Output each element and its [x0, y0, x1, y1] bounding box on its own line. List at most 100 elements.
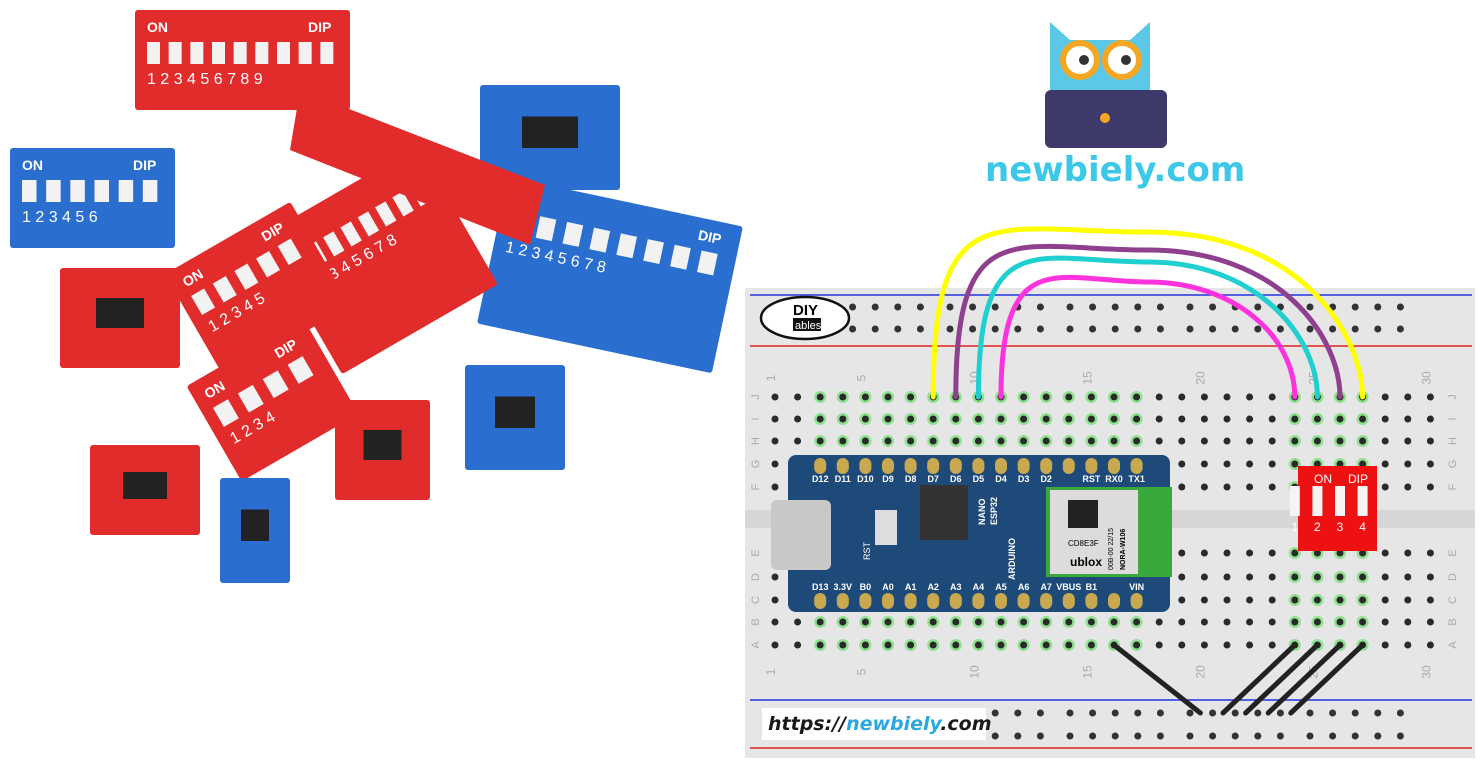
- pin-pad: [1062, 593, 1075, 609]
- breadboard-hole: [861, 415, 869, 423]
- switch-lever: [277, 238, 302, 266]
- switch-lever: [22, 180, 37, 202]
- pin-pad: [1108, 458, 1120, 474]
- rail-hole: [1209, 709, 1217, 717]
- switch-lever: [262, 370, 289, 399]
- rail-hole: [1209, 303, 1217, 311]
- breadboard-hole: [1313, 415, 1321, 423]
- breadboard-hole: [1313, 460, 1321, 468]
- breadboard-hole: [1178, 573, 1186, 581]
- breadboard-hole: [952, 437, 960, 445]
- breadboard-hole: [1246, 393, 1254, 401]
- row-letter: H: [750, 437, 762, 445]
- owl-pupil: [1079, 55, 1089, 65]
- rail-hole: [1066, 709, 1074, 717]
- rail-hole: [1329, 709, 1337, 717]
- pin-pad: [995, 593, 1007, 609]
- breadboard-hole: [1291, 596, 1299, 604]
- breadboard-hole: [1065, 393, 1073, 401]
- rail-hole: [1231, 732, 1239, 740]
- board-brand: ARDUINO: [1007, 538, 1017, 580]
- breadboard-hole: [771, 437, 779, 445]
- rail-hole: [1374, 732, 1382, 740]
- rail-hole: [1186, 709, 1194, 717]
- breadboard-hole: [1155, 618, 1163, 626]
- pin-pad: [882, 458, 894, 474]
- breadboard-hole: [1246, 415, 1254, 423]
- breadboard-hole: [1110, 393, 1118, 401]
- jumper-wire: [998, 274, 1298, 400]
- rail-hole: [1396, 325, 1404, 333]
- diy-logo-text: ables: [795, 320, 822, 332]
- pin-pad: [949, 458, 962, 474]
- rail-hole: [1276, 732, 1284, 740]
- rail-hole: [1306, 325, 1314, 333]
- row-letter: I: [750, 417, 762, 420]
- row-letter: J: [1447, 394, 1459, 400]
- rail-hole: [916, 325, 924, 333]
- switch-lever: [697, 250, 718, 276]
- url-label: https://newbiely.com: [762, 708, 992, 740]
- rail-hole: [1014, 709, 1022, 717]
- rail-hole: [1396, 732, 1404, 740]
- breadboard-hole: [1087, 618, 1095, 626]
- breadboard-hole: [839, 437, 847, 445]
- column-number: 1: [764, 374, 778, 381]
- column-number: 20: [1193, 371, 1207, 385]
- pin-label-bottom: A7: [1040, 582, 1052, 592]
- brand-text: newbiely.com: [985, 150, 1246, 190]
- switch-slider: [96, 298, 144, 328]
- pin-label-bottom: B0: [860, 582, 872, 592]
- breadboard-hole: [1359, 573, 1367, 581]
- breadboard-hole: [1223, 483, 1231, 491]
- rail-hole: [1351, 325, 1359, 333]
- breadboard-hole: [1178, 393, 1186, 401]
- breadboard-hole: [1381, 596, 1389, 604]
- breadboard-hole: [1223, 573, 1231, 581]
- breadboard-hole: [1336, 415, 1344, 423]
- rail-hole: [1351, 732, 1359, 740]
- switch-lever: [118, 180, 134, 202]
- switch-slider: [241, 509, 269, 541]
- breadboard-hole: [1065, 437, 1073, 445]
- pin-label-bottom: VBUS: [1056, 582, 1081, 592]
- column-number: 30: [1419, 665, 1433, 679]
- breadboard-hole: [771, 596, 779, 604]
- pin-pad: [836, 458, 849, 474]
- pin-label-top: D7: [927, 474, 939, 484]
- rail-hole: [1014, 325, 1022, 333]
- breadboard-hole: [1268, 641, 1276, 649]
- pin-label-bottom: A5: [995, 582, 1007, 592]
- breadboard-hole: [1178, 641, 1186, 649]
- pin-pad: [1017, 458, 1030, 474]
- breadboard-hole: [952, 618, 960, 626]
- switch-lever: [212, 399, 239, 427]
- column-number: 15: [1080, 371, 1094, 385]
- switch-slider: [363, 430, 402, 460]
- rail-hole: [1374, 303, 1382, 311]
- breadboard-hole: [1020, 437, 1028, 445]
- pin-pad: [814, 458, 827, 474]
- row-letter: E: [1447, 549, 1459, 556]
- column-number: 1: [764, 668, 778, 675]
- breadboard-hole: [1065, 641, 1073, 649]
- breadboard-hole: [771, 618, 779, 626]
- breadboard-hole: [1178, 618, 1186, 626]
- breadboard-hole: [907, 618, 915, 626]
- breadboard-hole: [1426, 437, 1434, 445]
- pin-pad: [1130, 593, 1143, 609]
- breadboard-hole: [1042, 415, 1050, 423]
- breadboard-hole: [1426, 596, 1434, 604]
- rail-hole: [1254, 303, 1262, 311]
- dip-number: 3: [1337, 520, 1344, 534]
- breadboard-hole: [1178, 460, 1186, 468]
- switch-numbers: 1 2 3 4 5 6 7 8 9: [147, 71, 263, 88]
- rail-hole: [1111, 709, 1119, 717]
- switch-slider: [522, 116, 578, 148]
- switch-lever: [320, 42, 334, 64]
- breadboard-hole: [1404, 549, 1412, 557]
- dip-number: 1: [1291, 520, 1298, 534]
- row-letter: C: [1447, 596, 1459, 604]
- pin-pad: [1062, 458, 1075, 474]
